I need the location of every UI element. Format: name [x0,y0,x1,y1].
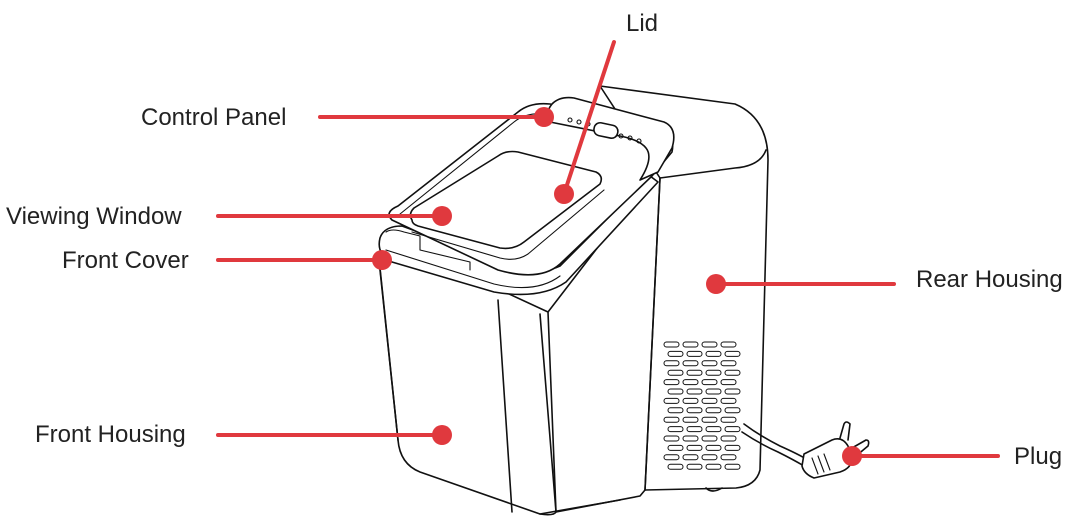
vent-slot [701,397,718,404]
labels: Lid Control Panel Viewing Window Front C… [6,10,1063,470]
vent-slot [701,435,718,442]
vent-slot [686,369,703,376]
vent-slot [682,416,699,423]
vent-slot [724,444,741,451]
vent-slot [724,369,741,376]
vent-slot [682,454,699,461]
vent-slot [705,369,722,376]
vent-slot [705,463,722,470]
vent-slot [682,360,699,367]
lid-label: Lid [626,10,658,37]
vent-slot [686,444,703,451]
ice-maker-illustration [378,85,870,516]
vent-slot [705,444,722,451]
vent-slot [701,341,718,348]
vent-slot [663,416,680,423]
vent-slot [682,341,699,348]
vent-slot [686,407,703,414]
vent-slot [686,388,703,395]
plug-shape [801,421,870,479]
control-panel-label: Control Panel [141,104,286,131]
control-button-icon [593,121,619,140]
rear-housing-dot [706,274,726,294]
vent-slot [720,454,737,461]
vent-slot [705,350,722,357]
viewing-window-label: Viewing Window [6,203,182,230]
vent-slot [720,379,737,386]
vent-slot [667,350,684,357]
front-cover-label: Front Cover [62,247,189,274]
vent-slot [686,426,703,433]
vent-slot [720,435,737,442]
plug-dot [842,446,862,466]
plug-label: Plug [1014,443,1062,470]
vent-slot [667,463,684,470]
vent-slot [686,350,703,357]
vent-slot [720,360,737,367]
vent-slot [701,416,718,423]
vent-slot [667,369,684,376]
vent-slot [705,407,722,414]
lid-leader [562,40,616,196]
vent-slot [705,426,722,433]
vent-slot [663,435,680,442]
viewing-window-shape [409,150,603,250]
vent-slot [667,407,684,414]
vent-slot [701,360,718,367]
vent-slot [724,463,741,470]
vent-slot [663,341,680,348]
vent-slot [682,435,699,442]
callouts [216,40,1000,466]
front-cover-dot [372,250,392,270]
front-housing-label: Front Housing [35,421,186,448]
vent-slot [667,388,684,395]
vent-slot [705,388,722,395]
lid-dot [554,184,574,204]
vent-slot [682,397,699,404]
vent-slot [701,379,718,386]
vent-slot [667,444,684,451]
vent-slot [682,379,699,386]
vent-slot [724,426,741,433]
vent-slot [686,463,703,470]
viewing-window-dot [432,206,452,226]
power-cord [743,423,809,461]
vent-grille [663,341,741,470]
vent-slot [720,416,737,423]
vent-slot [701,454,718,461]
vent-slot [663,397,680,404]
vent-slot [724,407,741,414]
control-panel-dot [534,107,554,127]
vent-slot [724,350,741,357]
vent-slot [724,388,741,395]
vent-slot [663,454,680,461]
vent-slot [663,360,680,367]
vent-slot [667,426,684,433]
front-housing-dot [432,425,452,445]
vent-slot [720,341,737,348]
vent-slot [663,379,680,386]
rear-housing-label: Rear Housing [916,266,1063,293]
vent-slot [720,397,737,404]
